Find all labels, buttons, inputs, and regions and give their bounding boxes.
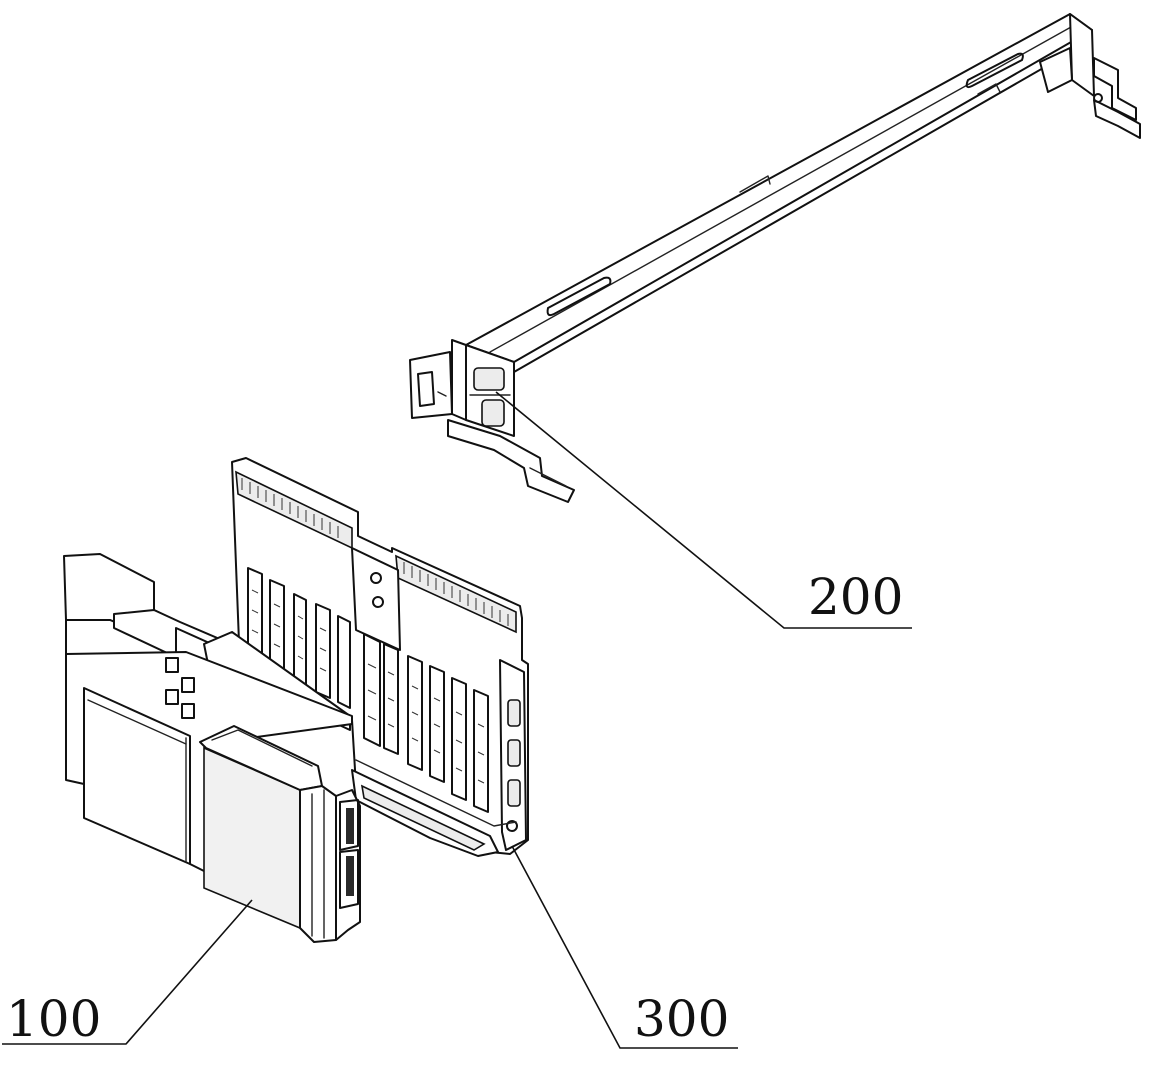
cover-part-100 [63, 553, 361, 943]
leader-lines [2, 391, 912, 1049]
leader-200 [495, 391, 912, 629]
ref-numeral-300: 300 [634, 990, 729, 1048]
leader-100 [2, 899, 253, 1045]
ref-numeral-200: 200 [808, 568, 903, 626]
bracket-part-200 [409, 13, 1141, 503]
ref-numeral-100: 100 [6, 990, 101, 1048]
frame-part-300 [231, 457, 529, 857]
frame-top-teeth-left [241, 478, 339, 538]
leader-300 [511, 845, 738, 1049]
frame-top-teeth-right [403, 562, 509, 626]
